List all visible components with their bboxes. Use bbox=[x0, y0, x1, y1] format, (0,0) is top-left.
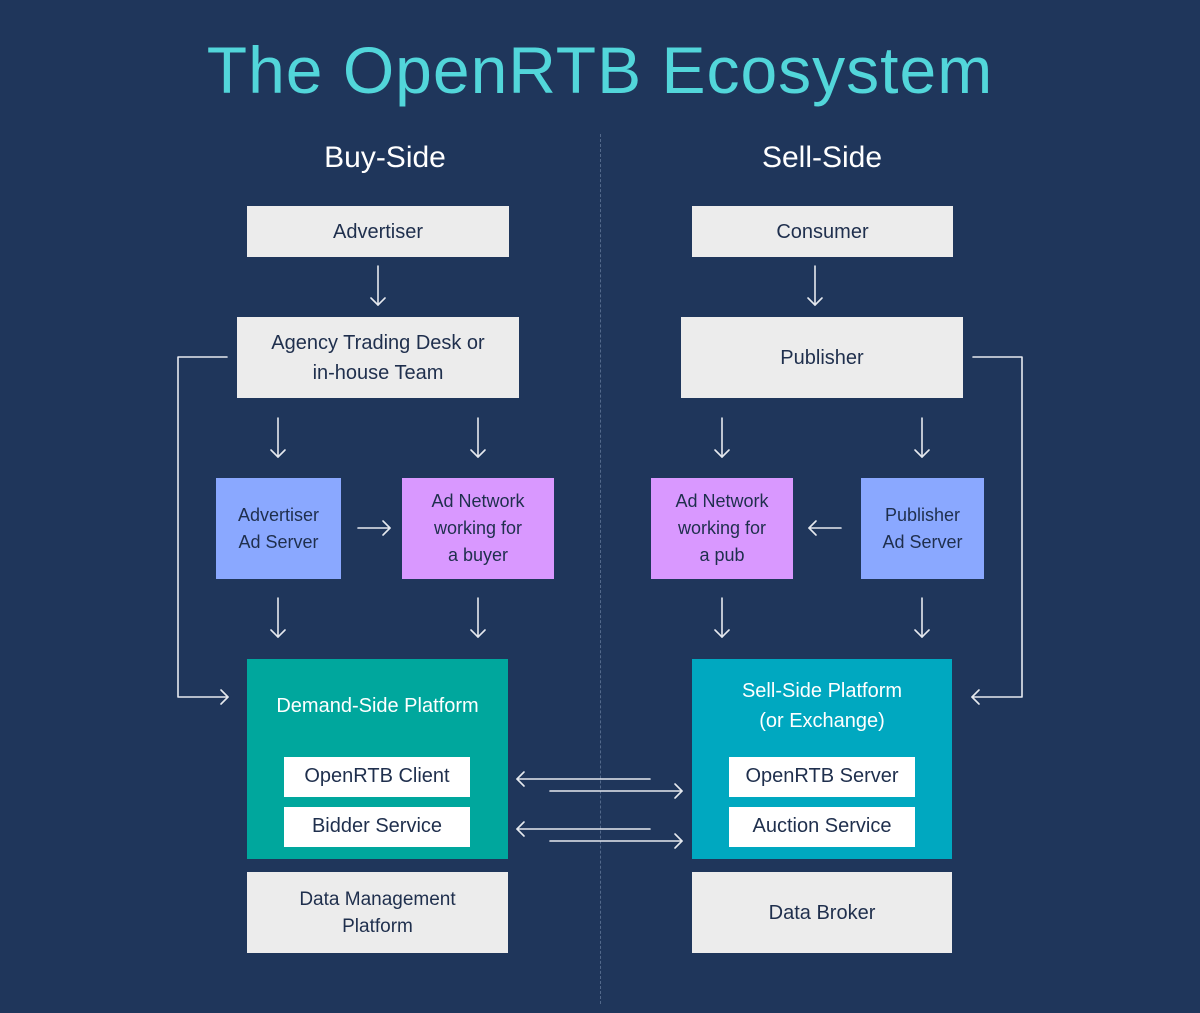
arrow-ad-network-to-ssp bbox=[714, 597, 730, 638]
consumer-box: Consumer bbox=[692, 206, 953, 257]
arrow-publisher-to-ad-server bbox=[914, 417, 930, 458]
arrow-bidder-to-auction bbox=[549, 833, 683, 849]
arrow-agency-to-dsp-bypass bbox=[177, 356, 229, 705]
publisher-ad-server-line-2: Ad Server bbox=[882, 531, 963, 552]
demand-side-platform-box: Demand-Side Platform OpenRTB Client Bidd… bbox=[247, 659, 508, 859]
publisher-ad-server-box: Publisher Ad Server bbox=[861, 478, 984, 579]
buy-side-heading: Buy-Side bbox=[324, 141, 446, 174]
arrow-agency-to-ad-server bbox=[270, 417, 286, 458]
publisher-label: Publisher bbox=[780, 346, 864, 369]
ssp-title-line-1: Sell-Side Platform bbox=[741, 680, 903, 702]
data-broker-label: Data Broker bbox=[768, 901, 876, 924]
dmp-line-1: Data Management bbox=[299, 888, 456, 910]
advertiser-box: Advertiser bbox=[247, 206, 509, 257]
sell-side-heading: Sell-Side bbox=[761, 141, 883, 174]
ssp-title-line-2: (or Exchange) bbox=[759, 710, 885, 732]
buyer-ad-network-box: Ad Network working for a buyer bbox=[402, 478, 554, 579]
side-divider bbox=[600, 134, 601, 1004]
advertiser-ad-server-line-2: Ad Server bbox=[238, 531, 319, 552]
pub-ad-network-line-3: a pub bbox=[699, 545, 745, 565]
arrow-consumer-to-publisher bbox=[807, 265, 823, 306]
sell-side-platform-box: Sell-Side Platform (or Exchange) OpenRTB… bbox=[692, 659, 952, 859]
dsp-title: Demand-Side Platform bbox=[276, 695, 479, 717]
agency-trading-desk-box: Agency Trading Desk or in-house Team bbox=[237, 317, 519, 398]
advertiser-ad-server-line-1: Advertiser bbox=[237, 504, 320, 525]
pub-ad-network-box: Ad Network working for a pub bbox=[651, 478, 793, 579]
openrtb-client-box: OpenRTB Client bbox=[284, 757, 470, 797]
arrow-ad-server-to-dsp bbox=[270, 597, 286, 638]
publisher-ad-server-line-1: Publisher bbox=[884, 504, 961, 525]
arrow-client-to-ssp bbox=[549, 783, 683, 799]
openrtb-server-box: OpenRTB Server bbox=[729, 757, 915, 797]
advertiser-ad-server-box: Advertiser Ad Server bbox=[216, 478, 341, 579]
arrow-publisher-to-ad-network bbox=[714, 417, 730, 458]
buyer-ad-network-line-1: Ad Network bbox=[431, 491, 525, 511]
arrow-publisher-to-ssp-bypass bbox=[971, 356, 1023, 705]
data-broker-box: Data Broker bbox=[692, 872, 952, 953]
consumer-label: Consumer bbox=[776, 220, 869, 243]
page-title: The OpenRTB Ecosystem bbox=[206, 33, 994, 107]
publisher-box: Publisher bbox=[681, 317, 963, 398]
buyer-ad-network-line-3: a buyer bbox=[447, 545, 509, 565]
bidder-service-box: Bidder Service bbox=[284, 807, 470, 847]
arrow-auction-to-bidder bbox=[516, 821, 651, 837]
arrow-ad-server-to-ssp bbox=[914, 597, 930, 638]
arrow-advertiser-to-agency bbox=[370, 265, 386, 306]
agency-label-line-2: in-house Team bbox=[312, 361, 444, 384]
advertiser-label: Advertiser bbox=[332, 220, 424, 243]
dmp-line-2: Platform bbox=[342, 915, 413, 937]
arrow-ad-server-to-ad-network bbox=[357, 520, 391, 536]
arrow-ad-network-to-dsp bbox=[470, 597, 486, 638]
arrow-ssp-to-client bbox=[516, 771, 651, 787]
buyer-ad-network-line-2: working for bbox=[433, 518, 522, 538]
data-management-platform-box: Data Management Platform bbox=[247, 872, 508, 953]
auction-service-box: Auction Service bbox=[729, 807, 915, 847]
arrow-ad-server-to-ad-network-sell bbox=[808, 520, 842, 536]
arrow-agency-to-ad-network bbox=[470, 417, 486, 458]
pub-ad-network-line-2: working for bbox=[677, 518, 766, 538]
agency-label-line-1: Agency Trading Desk or bbox=[271, 331, 485, 354]
pub-ad-network-line-1: Ad Network bbox=[675, 491, 769, 511]
